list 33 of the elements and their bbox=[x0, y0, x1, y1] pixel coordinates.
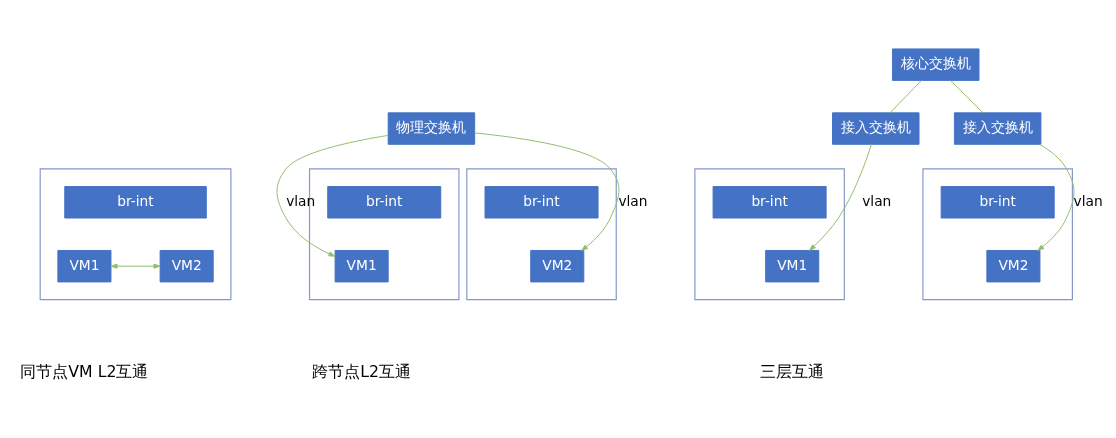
arrow bbox=[1037, 143, 1075, 251]
node-box: VM1 bbox=[334, 249, 389, 283]
label: 三层互通 bbox=[760, 362, 825, 382]
node-box: br-int bbox=[327, 186, 442, 219]
edge-label: vlan bbox=[862, 192, 892, 209]
node-box: 物理交换机 bbox=[387, 112, 476, 145]
label: 同节点VM L2互通 bbox=[20, 362, 149, 382]
arrow bbox=[809, 144, 872, 251]
node-box: br-int bbox=[940, 186, 1055, 219]
edge-label: vlan bbox=[286, 192, 316, 209]
cluster bbox=[694, 168, 845, 301]
node-box: VM1 bbox=[57, 249, 112, 283]
connector bbox=[889, 80, 922, 114]
label: 跨节点L2互通 bbox=[312, 362, 412, 382]
node-box: br-int bbox=[484, 186, 599, 219]
node-box: VM2 bbox=[159, 249, 214, 283]
edge-label: vlan bbox=[618, 192, 648, 209]
edge-label: vlan bbox=[1073, 192, 1103, 209]
cluster bbox=[466, 168, 617, 301]
node-box: VM1 bbox=[765, 249, 820, 283]
arrow bbox=[110, 263, 161, 269]
connector bbox=[950, 80, 984, 114]
arrow bbox=[474, 132, 620, 251]
arrow bbox=[276, 134, 389, 257]
node-box: br-int bbox=[712, 186, 827, 219]
node-box: 核心交换机 bbox=[892, 48, 980, 81]
node-box: br-int bbox=[64, 186, 207, 219]
node-box: 接入交换机 bbox=[953, 112, 1042, 145]
cluster bbox=[922, 168, 1073, 301]
node-box: VM2 bbox=[530, 249, 585, 283]
node-box: VM2 bbox=[986, 249, 1041, 283]
node-box: 接入交换机 bbox=[832, 112, 920, 145]
cluster bbox=[39, 168, 232, 301]
